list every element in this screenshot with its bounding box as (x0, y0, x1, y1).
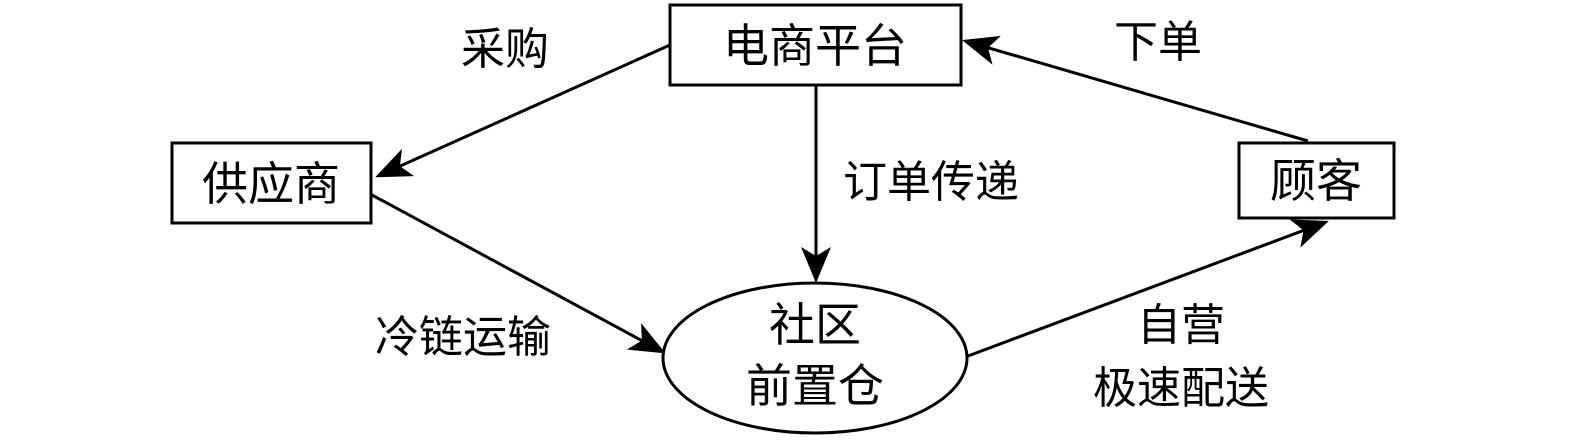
supplier-label: 供应商 (202, 157, 340, 211)
cold-chain-arrow (371, 193, 666, 354)
procurement-label: 采购 (461, 24, 549, 75)
warehouse-label-line2: 前置仓 (746, 359, 884, 413)
cold-chain-label: 冷链运输 (375, 312, 551, 363)
procurement-arrow (375, 43, 671, 178)
customer-node: 顾客 (1237, 141, 1396, 220)
delivery-label-line2: 极速配送 (1093, 363, 1269, 414)
delivery-arrow (967, 219, 1329, 358)
warehouse-ellipse (661, 281, 969, 435)
platform-label: 电商平台 (723, 19, 907, 73)
place-order-label: 下单 (1114, 17, 1202, 68)
delivery-label-line1: 自营 (1137, 300, 1225, 351)
warehouse-label-line1: 社区 (769, 298, 861, 352)
order-transfer-label: 订单传递 (843, 157, 1019, 208)
customer-label: 顾客 (1270, 154, 1362, 208)
platform-box (668, 3, 963, 87)
platform-node: 电商平台 (668, 3, 963, 87)
place-order-arrow (962, 35, 1309, 143)
supplier-box (170, 141, 373, 225)
warehouse-node: 社区 前置仓 (661, 281, 969, 435)
supplier-node: 供应商 (170, 141, 373, 225)
customer-box (1237, 141, 1396, 220)
